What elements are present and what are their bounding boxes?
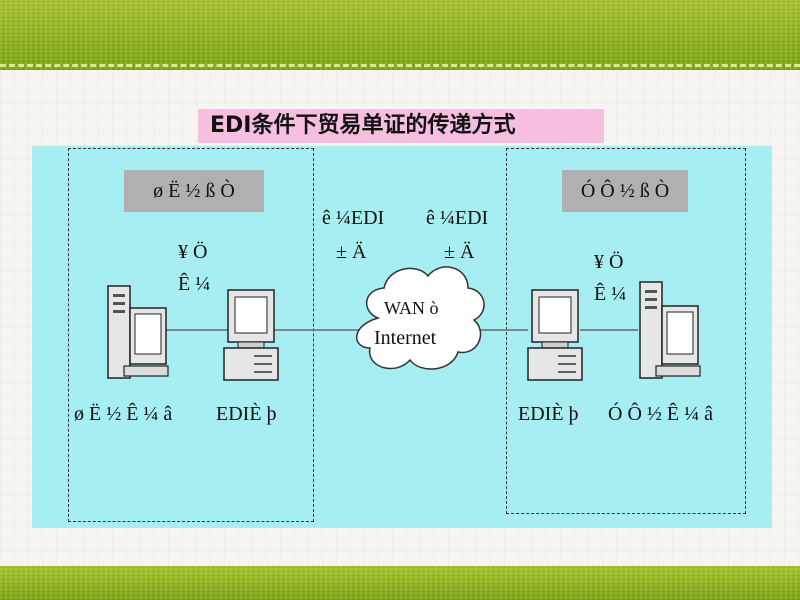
- left-header-box: ø Ë ½ ß Ò: [124, 170, 264, 212]
- center-label-left-2: ± Ä: [336, 241, 367, 263]
- bottom-decorative-band: [0, 566, 800, 600]
- left-footer-label-right: EDIÈ þ: [216, 403, 277, 425]
- right-label-top-2: Ê ¼: [594, 283, 627, 305]
- left-edi-computer-icon: [223, 289, 279, 381]
- right-edi-computer-icon: [527, 289, 583, 381]
- left-group-box: [68, 148, 314, 522]
- cloud-label-line1: WAN ò: [384, 298, 439, 318]
- diagram-title: EDI条件下贸易单证的传递方式: [198, 109, 604, 143]
- right-footer-label-right: Ó Ô ½ Ê ¼ â: [608, 403, 713, 425]
- center-label-right-1: ê ¼EDI: [426, 207, 489, 229]
- left-label-top-2: Ê ¼: [178, 273, 211, 295]
- right-group-box: [506, 148, 746, 514]
- center-label-right-2: ± Ä: [444, 241, 475, 263]
- left-tower-computer-icon: [107, 285, 169, 379]
- network-cloud-icon: [355, 266, 485, 370]
- right-label-top-1: ¥ Ö: [594, 251, 624, 273]
- right-tower-computer-icon: [639, 281, 701, 379]
- top-dashed-line: [0, 64, 800, 67]
- left-label-top-1: ¥ Ö: [178, 241, 208, 263]
- right-header-box: Ó Ô ½ ß Ò: [562, 170, 688, 212]
- left-footer-label-left: ø Ë ½ Ê ¼ â: [74, 403, 173, 425]
- top-decorative-band: [0, 0, 800, 70]
- right-footer-label-left: EDIÈ þ: [518, 403, 579, 425]
- cloud-label-line2: Internet: [374, 327, 437, 349]
- center-label-left-1: ê ¼EDI: [322, 207, 385, 229]
